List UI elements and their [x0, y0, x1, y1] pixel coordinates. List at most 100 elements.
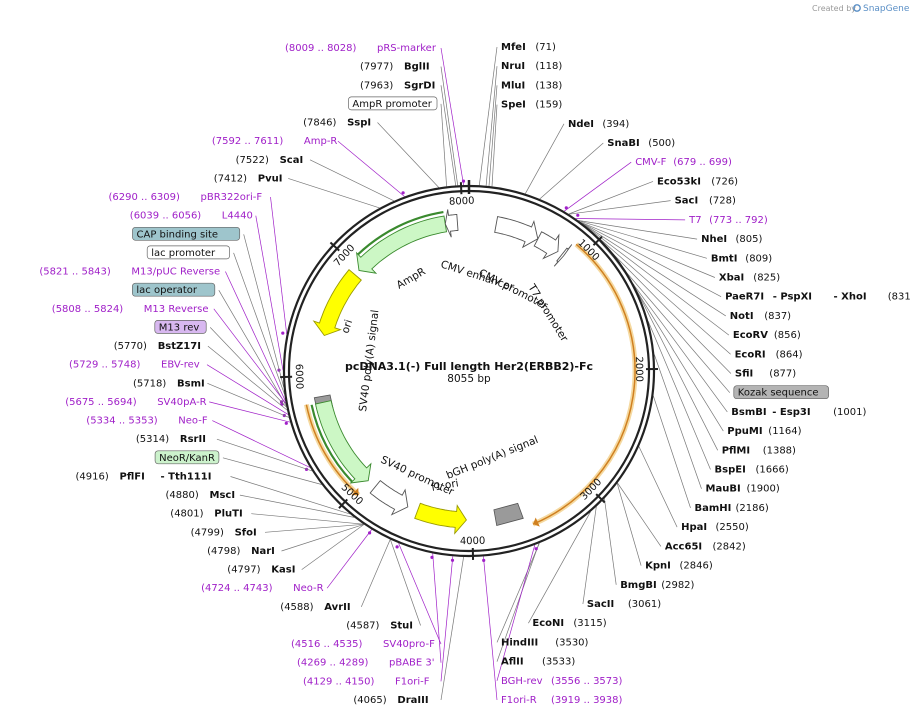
site-label-5770-bstz17i: BstZ17I(5770) — [114, 341, 201, 352]
site-label-bamhi-2186: BamHI(2186) — [695, 503, 769, 514]
site-label-t7-773-792: T7(773 .. 792) — [688, 215, 768, 226]
site-name: SgrDI — [404, 80, 435, 91]
leader-line — [264, 523, 364, 533]
feature-her2-fc — [532, 243, 636, 525]
leader-line — [440, 66, 459, 186]
site-name: T7 — [688, 215, 701, 226]
site-position: (1164) — [768, 426, 801, 437]
site-name: SacI — [675, 196, 699, 207]
primer-mark — [368, 531, 372, 535]
site-label-8009-8028-prs-marker: pRS-marker(8009 .. 8028) — [285, 43, 437, 54]
site-label-5334-5353-neo-f: Neo-F(5334 .. 5353) — [86, 416, 208, 427]
primer-mark — [401, 191, 405, 195]
site-name: KasI — [271, 565, 295, 576]
leader-line — [440, 47, 464, 186]
leader-line — [604, 498, 617, 585]
site-label-ecori-864: EcoRI(864) — [735, 349, 803, 360]
site-name: DraIII — [397, 695, 428, 706]
site-name: PflMI — [722, 445, 750, 456]
leader-line — [616, 483, 642, 566]
site-name: F1ori-R — [501, 695, 537, 706]
primer-mark — [564, 206, 568, 210]
leader-line — [440, 85, 457, 186]
site-name: NdeI — [568, 119, 594, 130]
site-name: Acc65I — [665, 541, 702, 552]
label-box — [733, 385, 829, 400]
tick-label: 8000 — [449, 196, 475, 208]
primer-mark — [430, 555, 434, 560]
site-name: (4129 .. 4150) — [303, 676, 375, 687]
box-label-text: M13 rev — [159, 322, 200, 333]
site-label-5808-5824-m13-reverse: M13 Reverse(5808 .. 5824) — [52, 304, 209, 315]
site-position: (7963) — [360, 80, 393, 91]
site-name: NheI — [701, 234, 727, 245]
site-label-saci-728: SacI(728) — [675, 196, 736, 207]
leader-line — [209, 401, 291, 423]
leader-line — [377, 122, 440, 188]
leader-line — [213, 308, 287, 404]
site-name: - PspXI — [773, 292, 812, 303]
site-name: AvrII — [324, 602, 350, 613]
site-name: (7592 .. 7611) — [212, 136, 284, 147]
leader-line — [239, 494, 355, 518]
feature-neor-orf-head — [351, 487, 359, 496]
leader-line — [496, 543, 540, 643]
leader-line — [580, 221, 716, 278]
primer-mark — [534, 547, 538, 551]
site-name: NruI — [501, 61, 525, 72]
leader-line — [281, 524, 364, 552]
site-label-7592-7611-amp-r: Amp-R(7592 .. 7611) — [212, 136, 338, 147]
site-position: (7522) — [236, 155, 269, 166]
site-name: RsrII — [180, 434, 206, 445]
leader-line — [575, 218, 686, 221]
credit-prefix: Created by — [812, 4, 856, 13]
tick-mark — [459, 182, 463, 195]
site-label-pflmi-1388: PflMI(1388) — [722, 445, 796, 456]
leader-line — [488, 85, 498, 187]
site-name: SpeI — [501, 100, 526, 111]
site-label-4880-msci: MscI(4880) — [166, 490, 236, 501]
label-box — [154, 450, 220, 465]
site-name: (3919 .. 3938) — [551, 695, 623, 706]
leader-line — [225, 271, 286, 402]
site-label-maubi-1900: MauBI(1900) — [706, 484, 780, 495]
site-position: (1666) — [756, 465, 789, 476]
site-label-5718-bsmi: BsmI(5718) — [133, 378, 205, 389]
leader-line — [398, 543, 442, 645]
site-label-4065-draiii: DraIII(4065) — [353, 695, 428, 706]
leader-line — [496, 544, 536, 681]
site-label-5729-5748-ebv-rev: EBV-rev(5729 .. 5748) — [69, 360, 200, 371]
site-position: (3530) — [555, 637, 588, 648]
primer-mark — [281, 331, 285, 335]
site-name: M13/pUC Reverse — [131, 267, 220, 278]
site-label-cap-binding-site: CAP binding site — [132, 226, 241, 241]
site-name: BsmI — [177, 378, 205, 389]
site-name: CMV-F — [635, 157, 666, 168]
site-label-7412-pvui: PvuI(7412) — [214, 173, 283, 184]
label-box — [132, 282, 216, 297]
box-label-text: lac operator — [136, 285, 197, 296]
site-name: - XhoI — [834, 292, 867, 303]
leader-line — [485, 66, 498, 186]
site-label-nrui-118: NruI(118) — [501, 61, 562, 72]
site-label-kpni-2846: KpnI(2846) — [645, 561, 713, 572]
site-name: SfiI — [735, 369, 753, 380]
site-label-sfii-877: SfiI(877) — [735, 369, 796, 380]
site-name: F1ori-F — [395, 676, 430, 687]
site-position: (3115) — [573, 618, 606, 629]
feature-label-bgh-polya: bGH poly(A) signal — [445, 434, 540, 482]
feature-t7-promoter — [553, 244, 573, 267]
site-label-4269-4289-pbabe-3: pBABE 3'(4269 .. 4289) — [297, 658, 435, 669]
site-name: (5675 .. 5694) — [65, 397, 137, 408]
leader-line — [207, 382, 290, 418]
leader-line — [496, 543, 540, 662]
leader-line — [218, 290, 287, 406]
site-name: Neo-R — [293, 583, 324, 594]
site-name: EcoNI — [532, 618, 564, 629]
feature-sv40-promoter — [369, 479, 409, 516]
primer-mark — [576, 213, 580, 217]
site-name: KpnI — [645, 561, 671, 572]
site-position: (3533) — [542, 657, 575, 668]
site-label-5675-5694-sv40pa-r: SV40pA-R(5675 .. 5694) — [65, 397, 206, 408]
